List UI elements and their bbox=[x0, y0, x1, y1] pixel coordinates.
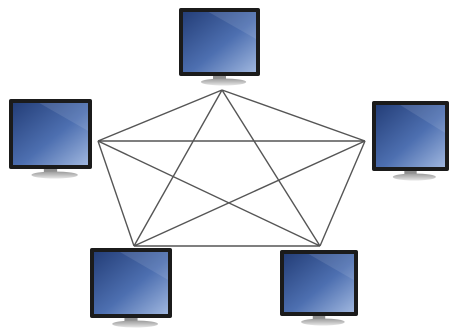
link-left-bottom-left bbox=[98, 141, 134, 246]
link-top-bottom-left bbox=[134, 90, 222, 246]
monitor-icon bbox=[90, 248, 172, 328]
link-top-right bbox=[222, 90, 365, 141]
monitor-stand-base bbox=[201, 79, 246, 86]
monitor-stand-base bbox=[112, 321, 158, 328]
monitor-stand-base bbox=[301, 319, 345, 326]
link-top-left bbox=[98, 90, 222, 141]
monitor-icon bbox=[280, 250, 358, 326]
link-right-bottom-right bbox=[320, 141, 365, 246]
monitor-stand-base bbox=[393, 174, 436, 181]
monitor-icon bbox=[9, 99, 92, 179]
monitor-icon bbox=[179, 8, 260, 86]
monitor-stand-base bbox=[31, 172, 77, 179]
monitor-icon bbox=[372, 101, 449, 181]
network-nodes bbox=[9, 8, 449, 328]
network-links bbox=[98, 90, 365, 246]
link-right-bottom-left bbox=[134, 141, 365, 246]
